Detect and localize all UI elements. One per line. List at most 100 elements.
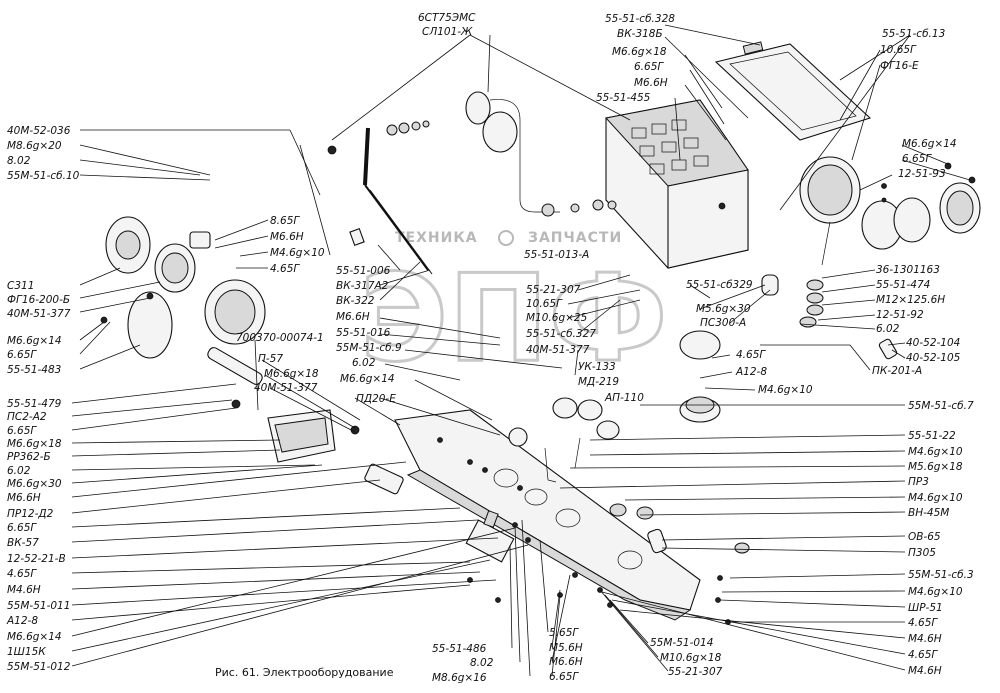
part-label: 6СТ75ЭМС <box>418 12 476 24</box>
parts <box>100 41 981 625</box>
horn-and-fittings <box>679 274 898 554</box>
leader-lines <box>71 24 971 677</box>
part-label: ВК-318Б <box>617 28 663 40</box>
part-label: М8.6g×20 <box>7 140 62 152</box>
part-label: М10.6g×25 <box>526 312 588 324</box>
part-label: 40-52-105 <box>906 352 961 364</box>
part-label: 55-51-479 <box>7 398 62 410</box>
part-label: ВК-57 <box>7 537 39 549</box>
part-label: 55М-51-011 <box>7 600 70 612</box>
part-label: 6.02 <box>352 357 376 369</box>
battery-lid <box>714 41 872 141</box>
part-label: 55М-51-сб.7 <box>908 400 974 412</box>
part-label: М6.6g×18 <box>264 368 319 380</box>
part-label: 10.65Г <box>880 44 917 56</box>
part-label: 4.65Г <box>270 263 300 275</box>
part-labels: 6СТ75ЭМС СЛ101-Ж 55-51-сб.328 ВК-318Б М6… <box>6 12 974 684</box>
part-label: 55М-51-сб.10 <box>7 170 80 182</box>
part-label: М6.6Н <box>336 311 370 323</box>
part-label: М12×125.6Н <box>876 294 945 306</box>
part-label: 10.65Г <box>526 298 563 310</box>
part-label: 55-51-483 <box>7 364 61 376</box>
part-label: 6.65Г <box>7 349 37 361</box>
part-label: С311 <box>7 280 34 292</box>
part-label: ПС300-А <box>700 317 746 329</box>
part-label: М4.6g×10 <box>908 446 963 458</box>
spotlight <box>799 156 981 266</box>
part-label: А12-8 <box>735 366 767 378</box>
part-label: ШР-51 <box>908 602 943 614</box>
part-label: РР362-Б <box>7 451 51 463</box>
watermark-gear-icon <box>498 230 514 246</box>
part-label: 4.65Г <box>908 617 938 629</box>
part-label: 6.65Г <box>634 61 664 73</box>
part-label: М4.6g×10 <box>270 247 325 259</box>
part-label: М6.6Н <box>634 77 668 89</box>
part-label: М4.6Н <box>908 665 942 677</box>
watermark-left-text: ТЕХНИКА <box>395 230 478 246</box>
part-label: М6.6Н <box>549 656 583 668</box>
part-label: 55-51-455 <box>596 92 651 104</box>
part-label: УК-133 <box>578 361 616 373</box>
headlamps <box>100 216 266 359</box>
part-label: 1Ш15К <box>7 646 46 658</box>
part-label: 55-51-сб329 <box>686 279 753 291</box>
part-label: 4.65Г <box>7 568 37 580</box>
part-label: 6.65Г <box>7 425 37 437</box>
part-label: А12-8 <box>6 615 38 627</box>
part-label: 8.65Г <box>270 215 300 227</box>
part-label: М5.6Н <box>549 642 583 654</box>
part-label: ВН-45М <box>908 507 949 519</box>
part-label: 6.65Г <box>902 153 932 165</box>
part-label: 12-52-21-В <box>7 553 66 565</box>
part-label: 6.02 <box>7 465 31 477</box>
part-label: М6.6g×14 <box>902 138 957 150</box>
part-label: 55-51-006 <box>336 265 391 277</box>
part-label: М6.6g×14 <box>7 631 62 643</box>
part-label: АП-110 <box>604 392 644 404</box>
part-label: 55-51-сб.13 <box>882 28 945 40</box>
part-label: СЛ101-Ж <box>422 26 473 38</box>
part-label: 55-51-486 <box>432 643 487 655</box>
part-label: М6.6g×14 <box>7 335 62 347</box>
part-label: 55-51-сб.328 <box>605 13 675 25</box>
part-label: 40М-52-036 <box>7 125 71 137</box>
dashboard-panel <box>394 397 701 621</box>
part-label: М4.6Н <box>7 584 41 596</box>
part-label: ВК-317А2 <box>336 280 389 292</box>
part-label: М10.6g×18 <box>660 652 722 664</box>
part-label: П305 <box>908 547 936 559</box>
part-label: ПР3 <box>908 476 929 488</box>
part-label: 8.02 <box>7 155 31 167</box>
part-label: 5.65Г <box>549 627 579 639</box>
part-label: ФГ16-Е <box>880 60 919 72</box>
part-label: ВК-322 <box>336 295 375 307</box>
part-label: 55-51-сб.327 <box>526 328 596 340</box>
part-label: 55-21-307 <box>526 284 581 296</box>
part-label: 36-1301163 <box>876 264 940 276</box>
part-label: 8.02 <box>470 657 494 669</box>
part-label: 12-51-93 <box>898 168 946 180</box>
part-label: 40М-51-377 <box>7 308 71 320</box>
watermark-right-text: ЗАПЧАСТИ <box>528 230 622 246</box>
part-label: М5.6g×30 <box>696 303 751 315</box>
part-label: М6.6Н <box>270 231 304 243</box>
part-label: М4.6g×10 <box>908 492 963 504</box>
part-label: 55-21-307 <box>668 666 723 678</box>
part-label: 700370-00074-1 <box>236 332 324 344</box>
watermark: ЭПФ ТЕХНИКА ЗАПЧАСТИ <box>359 230 669 391</box>
part-label: М5.6g×18 <box>908 461 963 473</box>
part-label: 55М-51-012 <box>7 661 71 673</box>
part-label: ПС2-А2 <box>7 411 47 423</box>
part-label: М4.6g×10 <box>758 384 813 396</box>
part-label: 55М-51-014 <box>650 637 713 649</box>
part-label: 55-51-013-А <box>524 249 589 261</box>
part-label: 4.65Г <box>908 649 938 661</box>
part-label: 4.65Г <box>736 349 766 361</box>
part-label: 12-51-92 <box>876 309 924 321</box>
part-label: 40-52-104 <box>906 337 960 349</box>
part-label: М4.6Н <box>908 633 942 645</box>
part-label: М6.6Н <box>7 492 41 504</box>
